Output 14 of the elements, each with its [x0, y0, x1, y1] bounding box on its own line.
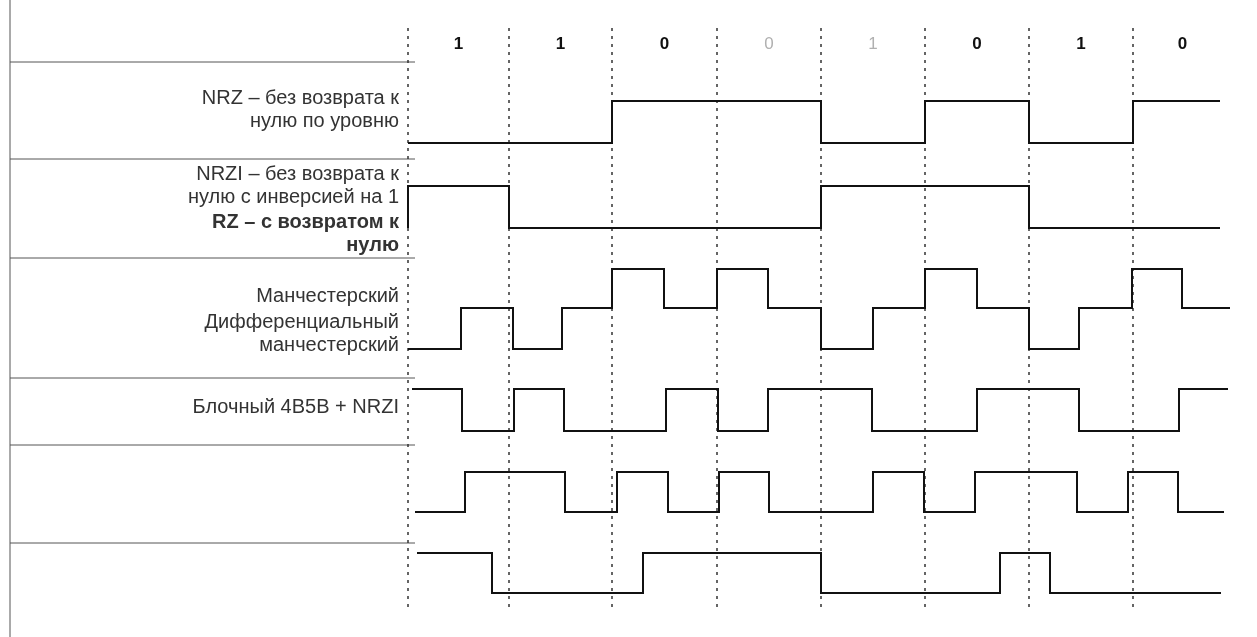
bit-value: 0 — [971, 34, 983, 54]
bit-value: 0 — [763, 34, 775, 54]
encoding-name: NRZI – без возврата к нулю с инверсией на 1 — [186, 162, 399, 208]
encoding-name: RZ – с возвратом к нулю — [211, 210, 399, 256]
bit-value: 0 — [658, 34, 671, 54]
encoding-name: Манчестерский — [255, 284, 399, 307]
bit-value: 1 — [1075, 34, 1087, 54]
encoding-name: NRZ – без возврата к нулю по уровню — [200, 86, 399, 132]
encoding-name: Дифференциальный манчестерский — [203, 310, 399, 356]
bit-value: 1 — [452, 34, 465, 54]
encoding-name: Блочный 4B5B + NRZI — [191, 395, 399, 418]
bit-value: 1 — [867, 34, 879, 54]
bit-value: 0 — [1176, 34, 1189, 54]
bit-value: 1 — [554, 34, 567, 54]
